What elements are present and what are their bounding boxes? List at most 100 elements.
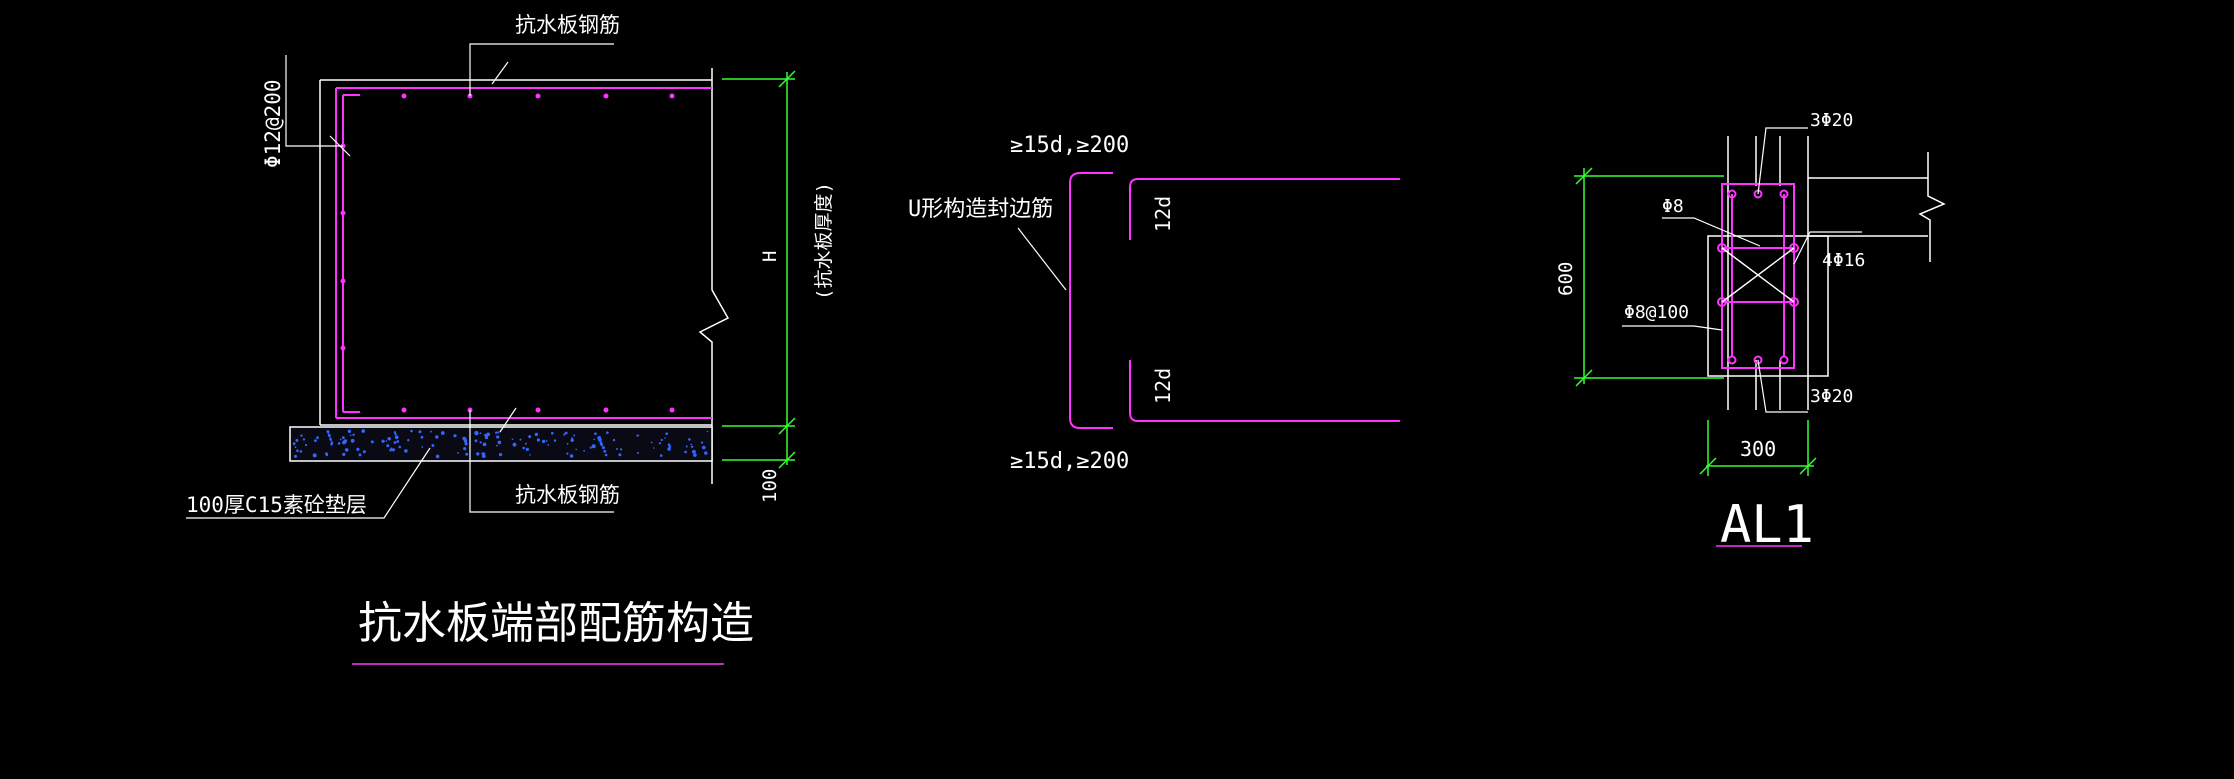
hatch-dot <box>344 448 349 452</box>
hatch-dot <box>612 438 616 442</box>
hatch-dot <box>362 450 366 454</box>
hatch-dot <box>407 439 410 442</box>
hatch-dot <box>431 444 435 447</box>
hatch-dot <box>566 452 569 455</box>
hatch-dot <box>342 452 346 456</box>
hatch-dot <box>564 431 568 435</box>
hatch-dot <box>616 448 618 450</box>
hatch-dot <box>391 448 395 452</box>
hatch-dot <box>341 436 345 439</box>
hatch-dot <box>479 441 482 444</box>
hatch-dot <box>300 434 303 437</box>
hatch-dot <box>481 454 486 458</box>
dim-100-label: 100 <box>759 469 781 503</box>
hatch-dot <box>484 435 489 440</box>
hatch-dot <box>650 441 653 444</box>
hatch-dot <box>545 440 548 442</box>
hatch-dot <box>636 434 639 437</box>
hatch-dot <box>404 449 408 453</box>
hatch-dot <box>496 444 498 447</box>
hatch-dot <box>457 452 459 454</box>
hatch-dot <box>312 453 317 458</box>
hatch-dot <box>591 444 596 449</box>
hatch-dot <box>343 439 348 443</box>
hatch-dot <box>693 453 697 457</box>
hatch-dot <box>553 439 557 442</box>
beam-bars <box>1717 189 1799 365</box>
hatch-dot <box>704 451 708 455</box>
top-rebar-label: 抗水板钢筋 <box>515 13 620 37</box>
hatch-dot <box>519 438 522 441</box>
bottom-bars-label: 3Φ20 <box>1810 386 1853 407</box>
hatch-dot <box>522 446 525 450</box>
hatch-dot <box>659 454 663 457</box>
hatch-dot <box>569 454 574 458</box>
middle-detail: ≥15d,≥200 ≥15d,≥200 U形构造封边筋 12d 12d <box>908 133 1400 474</box>
u-bar <box>1069 172 1400 429</box>
beam-title: AL1 <box>1720 495 1814 555</box>
hatch-dot <box>636 451 639 454</box>
hatch-dot <box>339 438 342 441</box>
stirrup-label: Φ8@100 <box>1624 302 1689 323</box>
hatch-dot <box>498 441 502 444</box>
hatch-dot <box>700 441 704 444</box>
hatch-dot <box>620 448 623 451</box>
top-bars-label: 3Φ20 <box>1810 110 1853 131</box>
hatch-dot <box>294 454 297 458</box>
hatch-dot <box>603 449 607 453</box>
hatch-dot <box>394 435 399 440</box>
hatch-dot <box>337 442 341 445</box>
hatch-dot <box>703 447 706 450</box>
hatch-dot <box>350 438 355 443</box>
left-title: 抗水板端部配筋构造 <box>358 598 754 649</box>
hatch-dot <box>418 430 422 434</box>
side-rebar-label: Φ12@200 <box>261 79 285 168</box>
hatch-dot <box>474 439 478 443</box>
hatch-dot <box>361 429 366 433</box>
hatch-dot <box>463 439 468 443</box>
hatch-dot <box>393 431 397 434</box>
hatch-dot <box>381 439 385 443</box>
hatch-dot <box>304 443 308 447</box>
dimension-lines <box>722 70 796 469</box>
hatch-dot <box>606 431 609 435</box>
hatch-dot <box>664 437 666 439</box>
lap-top-label: 12d <box>1151 196 1175 232</box>
hatch-dot <box>482 442 487 447</box>
side-bars-label: 4Φ16 <box>1822 250 1865 271</box>
hatch-dot <box>430 430 432 433</box>
hatch-dot <box>498 453 503 457</box>
hatch-dot <box>394 433 397 436</box>
hatch-dot <box>464 442 468 446</box>
hatch-dot <box>398 445 402 449</box>
hatch-dot <box>440 431 445 435</box>
hatch-dot <box>541 439 546 444</box>
hatch-dot <box>601 446 605 450</box>
hatch-dot <box>665 432 668 436</box>
right-dimensions <box>1574 167 1817 476</box>
hatch-dot <box>600 443 604 447</box>
hatch-dot <box>356 447 360 451</box>
hatch-dot <box>331 443 334 445</box>
hatch-dot <box>453 434 457 438</box>
hatch-dot <box>528 435 532 439</box>
hatch-dot <box>551 431 554 435</box>
right-leaders <box>1622 127 1862 413</box>
hatch-dot <box>292 442 296 446</box>
hatch-dot <box>386 444 390 448</box>
rebar-dots <box>340 93 675 413</box>
hatch-dot <box>421 446 424 448</box>
hatch-dot <box>589 446 592 449</box>
hatch-dot <box>667 447 671 451</box>
hatch-dot <box>352 433 355 436</box>
lap-bottom-label: 12d <box>1151 368 1175 404</box>
hatch-dot <box>573 434 576 437</box>
hatch-dot <box>302 438 306 441</box>
top-anchor-label: ≥15d,≥200 <box>1010 133 1129 158</box>
bottom-anchor-label: ≥15d,≥200 <box>1010 449 1129 474</box>
hatch-dot <box>497 431 500 434</box>
hatch-dot <box>387 437 391 441</box>
hatch-dot <box>660 438 663 442</box>
hatch-dot <box>410 429 413 433</box>
cross-ties <box>1721 247 1795 303</box>
